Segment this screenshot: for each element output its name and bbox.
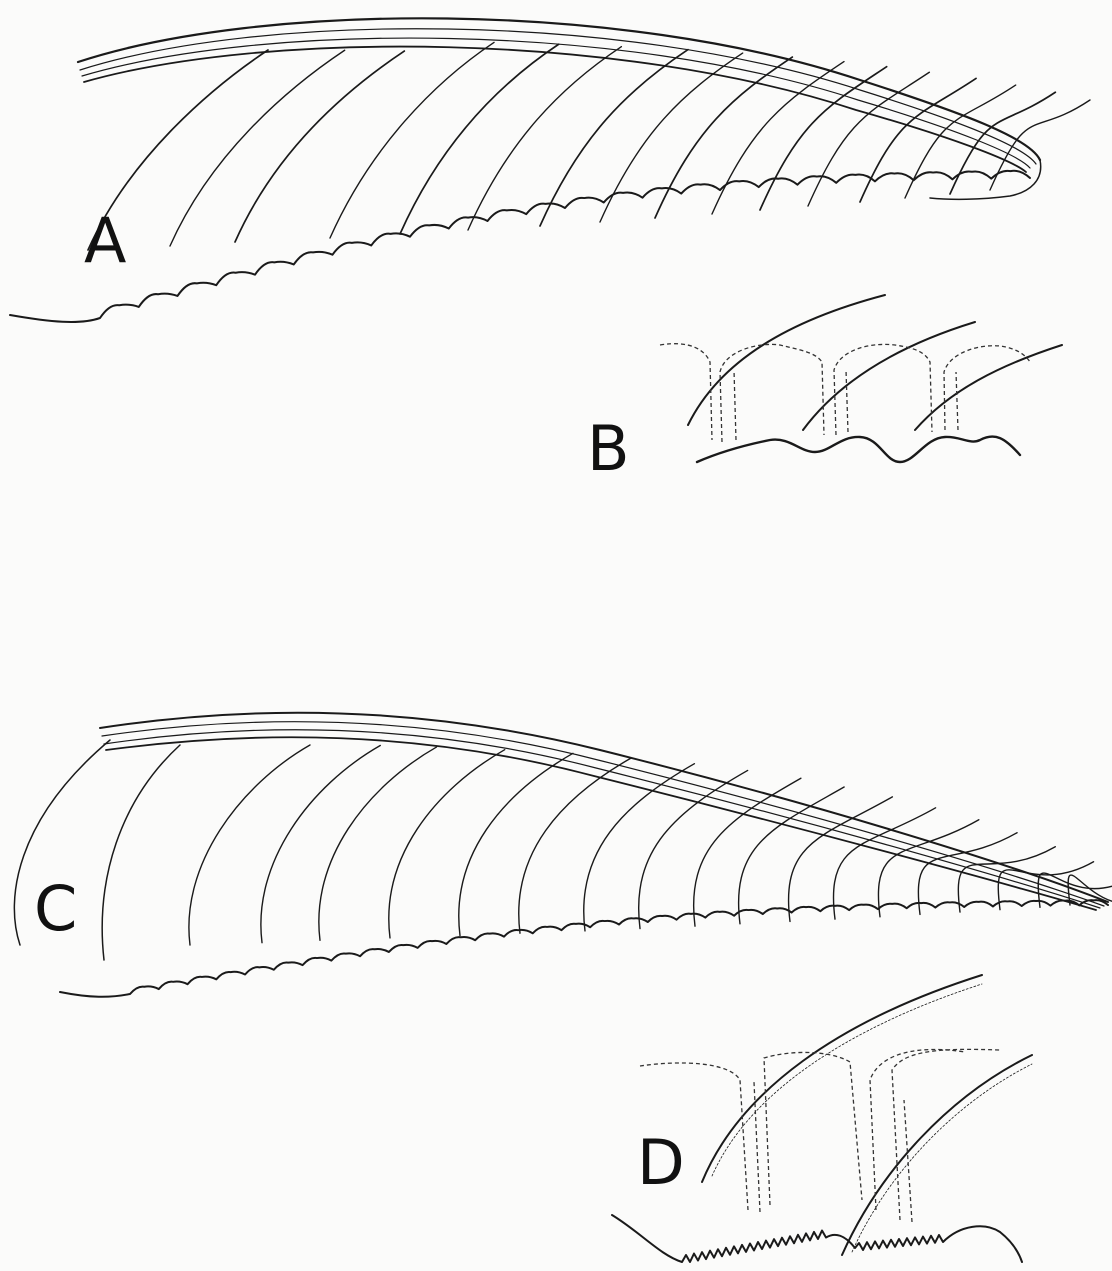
panel-c-growth-rib — [519, 758, 631, 933]
panel-a-growth-rib — [712, 62, 844, 214]
panel-a-ventral-margin — [10, 171, 1030, 322]
panel-c-growth-rib — [739, 787, 845, 924]
panel-c-growth-ribs — [14, 740, 1112, 960]
panel-c-growth-rib — [459, 753, 573, 935]
panel-a-dorsal-band — [78, 18, 1041, 199]
panel-c-growth-rib — [694, 778, 801, 926]
panel-a-growth-rib — [655, 57, 792, 218]
panel-a-growth-rib — [600, 53, 743, 222]
panel-b-outer-ribs — [688, 295, 1062, 430]
panel-b: B — [587, 295, 1062, 485]
panel-c-dorsal-band — [100, 713, 1108, 910]
panel-c-growth-rib — [102, 745, 180, 960]
panel-a-growth-rib — [540, 50, 688, 226]
panel-c-growth-rib — [261, 746, 380, 943]
panel-a-growth-rib — [170, 50, 345, 246]
panel-c-label: C — [34, 872, 77, 945]
panel-a-growth-rib — [950, 92, 1055, 194]
panel-a: A — [10, 18, 1090, 322]
panel-a-growth-rib — [860, 78, 976, 202]
panel-d-ventral-margin — [612, 1215, 1022, 1262]
panel-b-inner-lamellae — [660, 344, 1030, 442]
panel-a-growth-rib — [468, 47, 621, 230]
panel-d-inner-lamellae — [640, 1049, 1000, 1222]
panel-d-outer-ribs — [702, 975, 1032, 1255]
panel-d-label: D — [637, 1126, 685, 1199]
panel-c-growth-rib — [189, 745, 310, 945]
panel-a-growth-rib — [905, 85, 1016, 198]
panel-a-growth-rib — [990, 100, 1090, 190]
panel-d: D — [612, 975, 1032, 1262]
panel-a-growth-ribs — [88, 42, 1090, 250]
panel-b-ventral-margin — [697, 436, 1020, 462]
panel-c: C — [14, 713, 1112, 997]
panel-b-label: B — [587, 412, 630, 485]
panel-a-growth-rib — [235, 51, 404, 242]
panel-c-growth-rib — [878, 820, 978, 917]
panel-a-label: A — [84, 204, 126, 277]
panel-c-growth-rib — [389, 750, 505, 938]
